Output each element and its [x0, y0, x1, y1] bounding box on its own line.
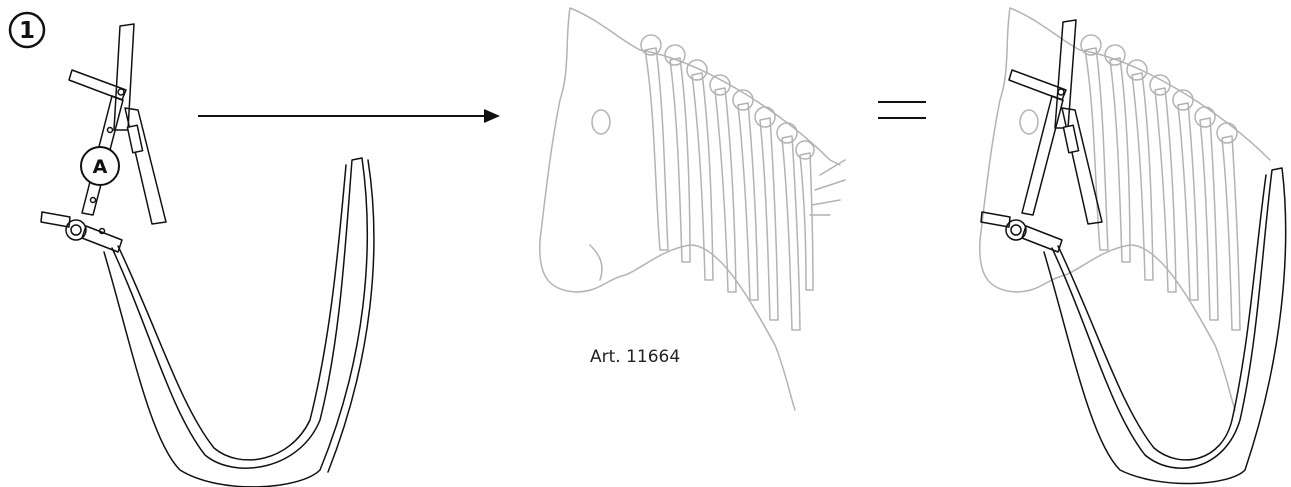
callout-a: A — [81, 147, 119, 185]
step-number: 1 — [19, 18, 35, 44]
horse-head-braided-mane — [540, 8, 845, 410]
callout-label: A — [93, 156, 108, 178]
horse-head-with-bridle — [980, 8, 1286, 484]
article-number: Art. 11664 — [590, 347, 680, 367]
equals-sign — [878, 102, 926, 118]
arrow-right-icon — [198, 109, 500, 123]
step-badge: 1 — [10, 13, 44, 47]
bridle-with-reins — [41, 24, 374, 487]
